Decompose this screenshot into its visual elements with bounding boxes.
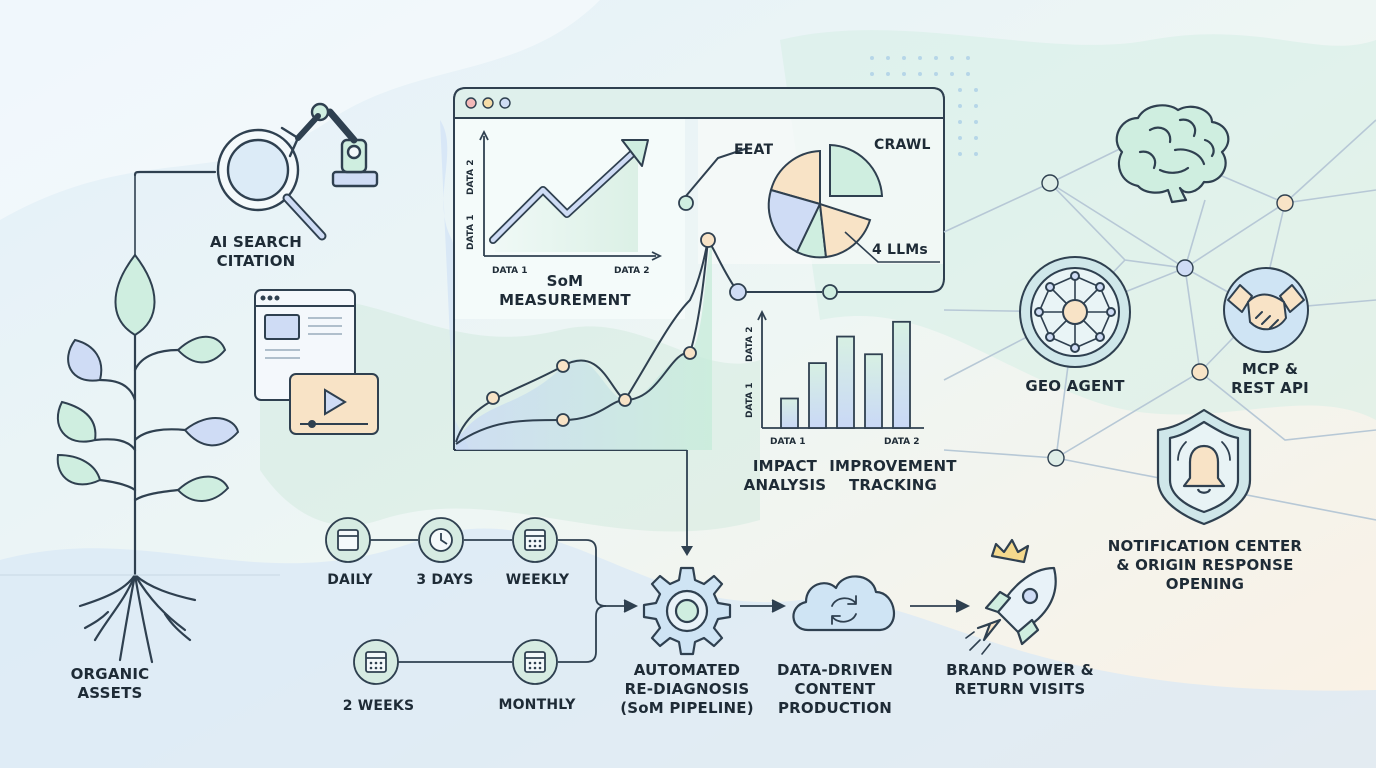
- dot-grid-top: [870, 56, 978, 156]
- line-chart-x-label-1: DATA 1: [492, 266, 528, 276]
- bar-1: [780, 397, 799, 429]
- label-monthly: MONTHLY: [498, 697, 576, 713]
- browser-panel: [453, 87, 945, 556]
- plant-icon: [78, 170, 217, 664]
- bar-chart-y-label-2: DATA 2: [745, 326, 755, 362]
- gear-icon: [642, 566, 732, 656]
- network-nodes: [1041, 174, 1294, 467]
- trend-wave-chart: [455, 147, 945, 450]
- pie-slice-llms: [818, 202, 872, 259]
- label-mcp-rest-api: MCP &REST API: [1231, 360, 1309, 397]
- geo-agent-icon: [1019, 256, 1131, 368]
- bar-5: [892, 320, 911, 429]
- label-2-weeks: 2 WEEKS: [342, 698, 415, 714]
- som-line-chart: [479, 129, 663, 261]
- impact-bar-chart: [757, 309, 924, 429]
- bar-2: [808, 362, 827, 429]
- handshake-icon: [1223, 267, 1309, 353]
- cloud-sync-icon: [792, 575, 896, 632]
- rocket-crown-icon: [965, 538, 1057, 655]
- pie-slice-eeat: [769, 149, 821, 206]
- magnifier-robot-icon: [216, 102, 379, 241]
- brain-icon: [1115, 104, 1230, 204]
- label-geo-agent: GEO AGENT: [1025, 377, 1125, 395]
- line-chart-x-label-2: DATA 2: [614, 266, 650, 276]
- pie-label-crawl: CRAWL: [874, 137, 931, 153]
- background-wave-top: [0, 0, 600, 220]
- calendar-dots: [369, 539, 542, 670]
- bar-chart-y-label-1: DATA 1: [745, 382, 755, 418]
- pie-label-llms: 4 LLMs: [872, 242, 928, 258]
- label-brand-power: BRAND POWER &RETURN VISITS: [946, 661, 1094, 698]
- plant-leaves: [56, 253, 240, 502]
- factor-pie-chart: [767, 143, 940, 263]
- bar-4: [864, 353, 883, 429]
- line-chart-y-label-2: DATA 2: [466, 159, 476, 195]
- bar-chart-x-label-2: DATA 2: [884, 437, 920, 447]
- bar-3: [836, 335, 855, 429]
- pie-label-eeat: EEAT: [734, 142, 774, 158]
- label-weekly: WEEKLY: [505, 572, 570, 588]
- label-daily: DAILY: [327, 572, 373, 588]
- crown-icon: [990, 538, 1030, 564]
- schedule-connectors: [366, 539, 971, 663]
- line-chart-y-label-1: DATA 1: [466, 214, 476, 250]
- content-media-icon: [254, 289, 379, 435]
- pie-slice-blue: [767, 188, 822, 254]
- label-3-days: 3 DAYS: [416, 572, 474, 588]
- pie-slice-crawl: [829, 143, 884, 197]
- bar-chart-x-label-1: DATA 1: [770, 437, 806, 447]
- notification-shield-icon: [1156, 408, 1252, 526]
